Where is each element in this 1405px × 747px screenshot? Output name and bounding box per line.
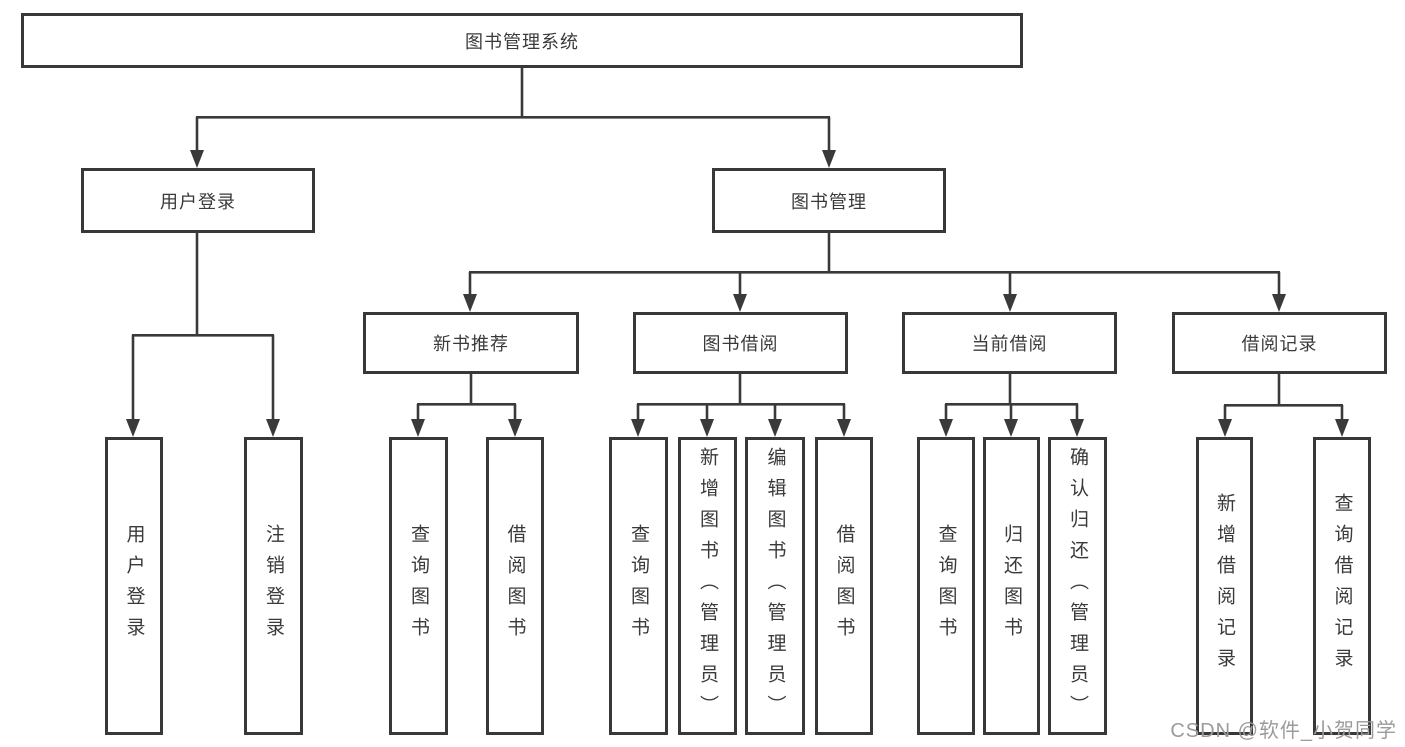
node-book-borrow-label: 图书借阅 [702,334,779,354]
leaf-user-login-label: 用户登录 [123,524,145,648]
connector-borrow-record-children [1218,374,1349,437]
leaf-bb-add-books-label: 新增图书（管理员） [697,446,718,726]
node-borrow-record-label: 借阅记录 [1241,334,1318,354]
node-user-login: 用户登录 [81,168,315,233]
node-root-label: 图书管理系统 [465,31,579,52]
leaf-br-add-record: 新增借阅记录 [1196,437,1253,735]
leaf-br-query-record-label: 查询借阅记录 [1331,493,1353,679]
leaf-bb-borrow-books: 借阅图书 [815,437,873,735]
leaf-bb-query-books-label: 查询图书 [628,524,649,648]
leaf-nbr-query-books-label: 查询图书 [408,524,429,648]
leaf-nbr-query-books: 查询图书 [389,437,448,735]
node-book-mgmt: 图书管理 [712,168,946,233]
node-new-book-rec-label: 新书推荐 [433,334,509,354]
leaf-bb-add-books: 新增图书（管理员） [678,437,737,735]
leaf-cb-query-books: 查询图书 [917,437,975,735]
leaf-nbr-borrow-books-label: 借阅图书 [504,524,526,648]
leaf-br-query-record: 查询借阅记录 [1313,437,1371,735]
connector-user-login-children [126,233,280,437]
node-current-borrow-label: 当前借阅 [971,334,1048,354]
leaf-nbr-borrow-books: 借阅图书 [486,437,544,735]
leaf-bb-edit-books-label: 编辑图书（管理员） [764,446,786,726]
node-book-borrow: 图书借阅 [633,312,848,374]
leaf-bb-query-books: 查询图书 [609,437,668,735]
leaf-br-add-record-label: 新增借阅记录 [1214,493,1235,679]
leaf-cb-return-books-label: 归还图书 [1001,524,1022,648]
node-borrow-record: 借阅记录 [1172,312,1387,374]
connector-current-borrow-children [939,374,1084,437]
connector-new-book-rec-children [411,374,522,437]
node-user-login-label: 用户登录 [160,191,236,212]
leaf-logout-label: 注销登录 [263,524,284,648]
connector-book-borrow-children [631,374,851,437]
csdn-watermark: CSDN @软件_小贺同学 [1170,720,1397,742]
leaf-bb-edit-books: 编辑图书（管理员） [745,437,805,735]
leaf-logout: 注销登录 [244,437,303,735]
leaf-cb-return-books: 归还图书 [983,437,1040,735]
node-current-borrow: 当前借阅 [902,312,1117,374]
leaf-bb-borrow-books-label: 借阅图书 [833,524,855,648]
node-new-book-rec: 新书推荐 [363,312,579,374]
node-book-mgmt-label: 图书管理 [791,191,867,212]
leaf-cb-confirm-return-label: 确认归还（管理员） [1067,446,1088,726]
leaf-cb-confirm-return: 确认归还（管理员） [1048,437,1107,735]
leaf-cb-query-books-label: 查询图书 [935,524,957,648]
leaf-user-login: 用户登录 [105,437,163,735]
connector-root-to-level1 [190,68,836,168]
node-root: 图书管理系统 [21,13,1023,68]
connector-book-mgmt-children [463,233,1286,312]
